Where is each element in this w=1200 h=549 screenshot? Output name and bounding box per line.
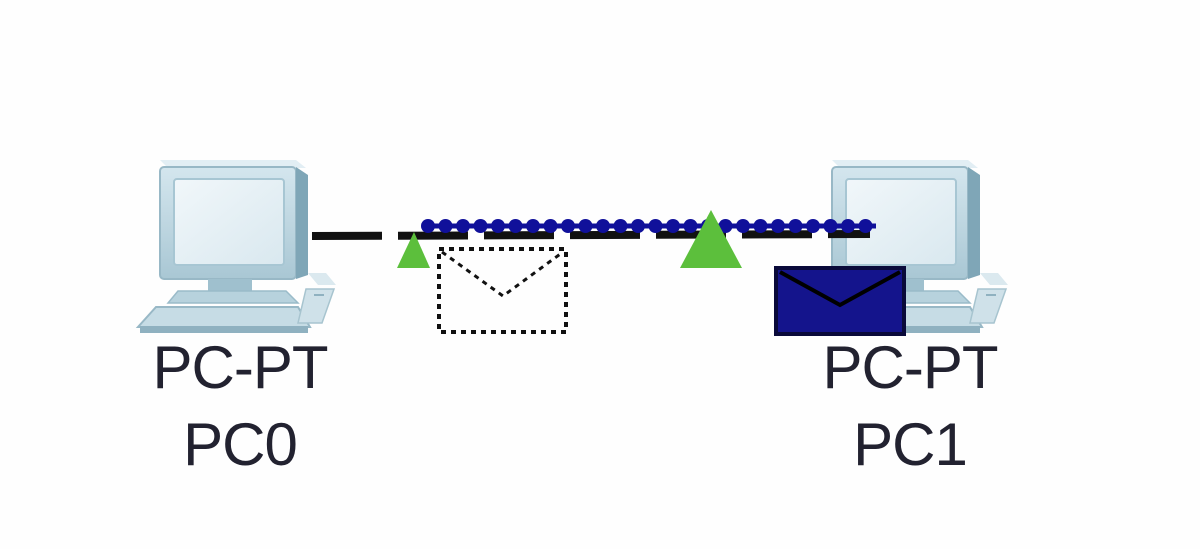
ethernet-link[interactable] [311, 219, 876, 240]
envelope-icon[interactable] [774, 266, 906, 336]
pc0-model-label: PC-PT [152, 334, 329, 401]
pc0-icon[interactable] [137, 159, 337, 334]
pc1-model-label: PC-PT [822, 334, 999, 401]
link-cable [311, 230, 871, 240]
link-activity-beads [421, 219, 873, 233]
dashed-envelope-icon[interactable] [437, 247, 568, 334]
pc1-name-label: PC1 [853, 411, 968, 478]
green-triangle-icon [397, 232, 430, 268]
pc0-name-label: PC0 [183, 411, 298, 478]
green-triangle-icon [680, 210, 742, 268]
